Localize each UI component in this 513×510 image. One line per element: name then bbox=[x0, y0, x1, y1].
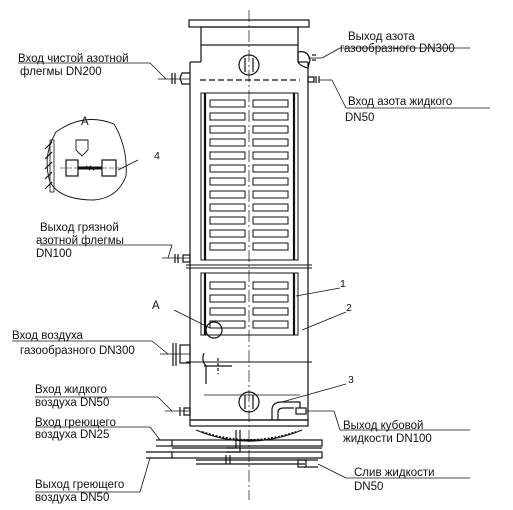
tray-plate bbox=[252, 177, 289, 186]
top-manway bbox=[238, 54, 260, 76]
bottoms-outlet-pipe bbox=[271, 401, 307, 420]
tray-plate bbox=[252, 281, 289, 290]
nitrogen-gas-outlet-nozzle bbox=[297, 51, 316, 69]
tray-plate bbox=[252, 99, 289, 108]
heating-air-inlet-label: Вход греющего bbox=[35, 417, 116, 429]
air-gas-inlet-label: Вход воздуха bbox=[12, 330, 83, 342]
liquid-air-inlet-nozzle bbox=[179, 407, 191, 416]
nitrogen-gas-outlet-label-2: газообразного DN300 bbox=[340, 43, 455, 55]
dirty-reflux-outlet-label-3: DN100 bbox=[36, 248, 72, 260]
bottoms-outlet-label-2: жидкости DN100 bbox=[343, 433, 432, 445]
bottoms-outlet-label: Выход кубовой bbox=[343, 420, 424, 432]
tray-plate bbox=[252, 190, 289, 199]
dirty-reflux-outlet-nozzle bbox=[174, 254, 191, 263]
tray-plate bbox=[209, 216, 246, 225]
detail-a-letter: А bbox=[81, 116, 89, 128]
tray-plate bbox=[252, 151, 289, 160]
tray-plate bbox=[209, 190, 246, 199]
tray-plate bbox=[252, 112, 289, 121]
liquid-drain-label: Слив жидкости bbox=[354, 467, 435, 479]
tray-plate bbox=[209, 242, 246, 251]
lower-tray-pack bbox=[200, 272, 299, 336]
tray-plate bbox=[209, 203, 246, 212]
upper-tray-pack bbox=[200, 92, 299, 261]
tray-plate bbox=[252, 242, 289, 251]
heating-air-outlet-nozzle bbox=[146, 451, 172, 459]
air-gas-inlet-label-2: газообразного DN300 bbox=[20, 345, 135, 357]
liquid-drain-nozzle bbox=[297, 459, 318, 468]
tray-plate bbox=[209, 320, 246, 329]
tray-plate bbox=[252, 229, 289, 238]
liquid-drain-label-2: DN50 bbox=[354, 481, 384, 493]
tray-plate bbox=[209, 281, 246, 290]
pure-reflux-inlet-label-2: флегмы DN200 bbox=[20, 66, 102, 78]
liquid-air-inlet-label-2: воздуха DN50 bbox=[35, 397, 110, 409]
ref-number-1: 1 bbox=[340, 278, 346, 290]
air-gas-inlet-nozzle bbox=[172, 343, 191, 366]
tray-plate bbox=[209, 294, 246, 303]
tray-plate bbox=[209, 125, 246, 134]
liquid-nitrogen-inlet-label-2: DN50 bbox=[345, 112, 375, 124]
liquid-nitrogen-inlet-label: Вход азота жидкого bbox=[348, 96, 453, 108]
lower-trays bbox=[209, 281, 289, 329]
tray-plate bbox=[252, 164, 289, 173]
detail-a-callout-circle bbox=[205, 321, 223, 339]
ref-number-2: 2 bbox=[346, 302, 352, 314]
tray-plate bbox=[209, 99, 246, 108]
nitrogen-gas-outlet-label: Выход азота bbox=[348, 31, 415, 43]
dirty-reflux-outlet-label-2: азотной флегмы bbox=[36, 235, 124, 247]
pure-reflux-inlet-nozzle bbox=[171, 72, 190, 85]
tray-plate bbox=[252, 125, 289, 134]
tray-plate bbox=[209, 112, 246, 121]
liquid-nitrogen-inlet-nozzle bbox=[307, 76, 320, 83]
bottom-head bbox=[171, 419, 323, 465]
ref-number-3: 3 bbox=[348, 374, 354, 386]
detail-a-callout-letter: А bbox=[152, 300, 160, 312]
liquid-air-inlet-label: Вход жидкого bbox=[35, 384, 107, 396]
tray-plate bbox=[209, 177, 246, 186]
tray-plate bbox=[209, 164, 246, 173]
tray-plate bbox=[252, 138, 289, 147]
lower-internals bbox=[202, 352, 300, 396]
detail-a-inset bbox=[44, 119, 127, 201]
tray-plate bbox=[252, 294, 289, 303]
tray-plate bbox=[252, 216, 289, 225]
lower-manway bbox=[238, 391, 260, 413]
leader-lines bbox=[12, 47, 490, 493]
pure-reflux-inlet-label: Вход чистой азотной bbox=[18, 53, 129, 65]
tray-plate bbox=[252, 320, 289, 329]
tray-plate bbox=[209, 138, 246, 147]
heating-air-outlet-label: Выход греющего bbox=[35, 479, 125, 491]
heating-air-inlet-label-2: воздуха DN25 bbox=[35, 429, 110, 441]
tray-plate bbox=[252, 307, 289, 316]
upper-trays bbox=[209, 99, 289, 251]
heating-air-outlet-label-2: воздуха DN50 bbox=[35, 492, 110, 504]
heating-air-inlet-nozzle bbox=[156, 439, 172, 447]
tray-plate bbox=[252, 203, 289, 212]
tray-plate bbox=[209, 307, 246, 316]
tray-plate bbox=[209, 229, 246, 238]
ref-number-4: 4 bbox=[154, 150, 160, 162]
dirty-reflux-outlet-label: Выход грязной bbox=[40, 222, 119, 234]
tray-plate bbox=[209, 151, 246, 160]
